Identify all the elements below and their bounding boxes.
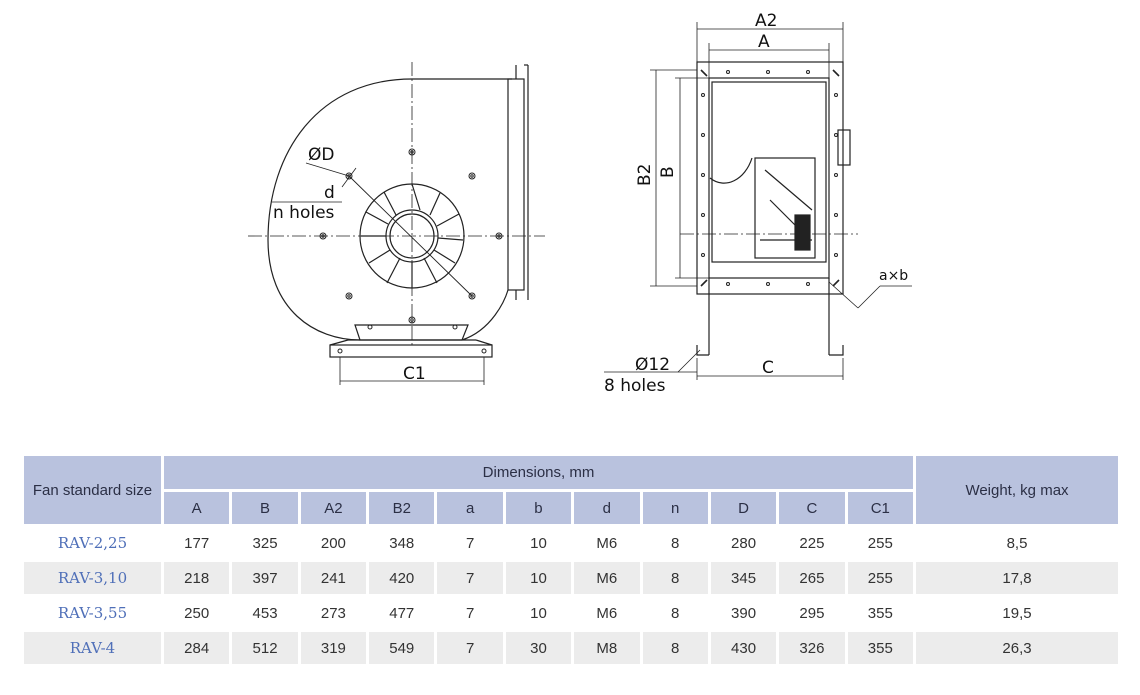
- column-header: A2: [300, 492, 367, 524]
- dimension-cell: 345: [710, 562, 777, 594]
- label-b: B: [658, 166, 678, 178]
- dimension-cell: 326: [779, 632, 845, 664]
- dimension-cell: 430: [710, 632, 777, 664]
- dimension-cell: 218: [164, 562, 230, 594]
- dimension-cell: M6: [596, 534, 618, 552]
- dimension-cell: 8: [671, 534, 680, 552]
- dimension-cell: 225: [799, 534, 825, 552]
- dimension-cell: 250: [184, 604, 210, 622]
- weight-cell: 26,3: [916, 632, 1118, 664]
- dimension-cell: 319: [300, 632, 367, 664]
- column-header: C: [779, 492, 845, 524]
- table-row: RAV-2,25 177 325 200 348 7 10 M6 8 280 225 255 8,5: [24, 527, 1118, 559]
- column-header: a: [437, 492, 503, 524]
- column-header: C1: [847, 492, 913, 524]
- dimension-cell: 255: [867, 534, 893, 552]
- side-view: [604, 22, 912, 380]
- dimensions-table: Fan standard size Dimensions, mm Weight,…: [21, 453, 1121, 667]
- dimension-cell: 390: [731, 604, 757, 622]
- model-cell: RAV-2,25: [57, 534, 128, 552]
- dimension-cell: 420: [369, 562, 435, 594]
- dimension-cell: M6: [574, 562, 640, 594]
- dimension-cell: 8: [671, 604, 680, 622]
- dimension-cell: 397: [232, 562, 298, 594]
- dimensions-header: Dimensions, mm: [164, 456, 913, 489]
- dimension-cell: 10: [505, 562, 572, 594]
- label-a2: A2: [755, 11, 777, 31]
- side-view-labels: A2 A B2 B a×b Ø12 8 holes C: [604, 11, 908, 396]
- dimension-cell: 7: [437, 632, 503, 664]
- dimension-cell: 477: [389, 604, 415, 622]
- model-cell: RAV-3,55: [57, 604, 128, 622]
- dimension-cell: 255: [847, 562, 913, 594]
- column-header: B: [232, 492, 298, 524]
- column-header: B2: [369, 492, 435, 524]
- dimension-cell: 453: [252, 604, 278, 622]
- column-header: n: [642, 492, 708, 524]
- label-mount-count: 8 holes: [604, 376, 666, 396]
- weight-header: Weight, kg max: [916, 456, 1118, 524]
- column-header: d: [574, 492, 640, 524]
- weight-cell: 19,5: [1002, 604, 1032, 622]
- dimension-cell: 512: [232, 632, 298, 664]
- dimension-cell: 8: [642, 632, 708, 664]
- dimension-cell: 8: [642, 562, 708, 594]
- dimension-cell: 355: [867, 604, 893, 622]
- label-hole-d: d: [324, 183, 335, 203]
- model-cell: RAV-4: [24, 632, 161, 664]
- model-cell: RAV-3,10: [24, 562, 161, 594]
- label-n-holes: n holes: [273, 203, 335, 223]
- label-axb: a×b: [879, 268, 908, 284]
- dimension-cell: 241: [300, 562, 367, 594]
- label-b2: B2: [635, 164, 655, 186]
- dimension-cell: 273: [320, 604, 346, 622]
- dimension-cell: 295: [799, 604, 825, 622]
- dimension-cell: 200: [320, 534, 346, 552]
- dimension-cell: M6: [596, 604, 618, 622]
- dimension-cell: 10: [530, 534, 547, 552]
- label-a: A: [758, 32, 770, 52]
- dimension-cell: 30: [505, 632, 572, 664]
- dimension-cell: 325: [252, 534, 278, 552]
- front-view-labels: ØD d n holes C1: [273, 145, 426, 384]
- column-header: b: [505, 492, 572, 524]
- technical-drawing: ØD d n holes C1: [248, 11, 912, 396]
- label-mount-hole: Ø12: [635, 355, 670, 375]
- label-c1: C1: [403, 364, 426, 384]
- dimension-cell: 280: [731, 534, 757, 552]
- dimension-cell: 7: [465, 604, 475, 622]
- weight-cell: 8,5: [1006, 534, 1028, 552]
- dimension-cell: 10: [530, 604, 547, 622]
- label-diameter-d: ØD: [308, 145, 334, 165]
- dimension-cell: 7: [465, 534, 475, 552]
- front-view: [248, 62, 545, 385]
- dimension-cell: 355: [847, 632, 913, 664]
- dimension-cell: 265: [779, 562, 845, 594]
- size-header: Fan standard size: [24, 456, 161, 524]
- dimension-cell: 7: [437, 562, 503, 594]
- dimension-cell: 348: [389, 534, 415, 552]
- table-row: RAV-3,55 250 453 273 477 7 10 M6 8 390 295 355 19,5: [24, 597, 1118, 629]
- column-header: A: [164, 492, 230, 524]
- label-c: C: [762, 358, 774, 378]
- weight-cell: 17,8: [916, 562, 1118, 594]
- dimension-cell: 284: [164, 632, 230, 664]
- dimension-cell: M8: [574, 632, 640, 664]
- dimension-cell: 177: [184, 534, 210, 552]
- dimension-cell: 549: [369, 632, 435, 664]
- column-header: D: [710, 492, 777, 524]
